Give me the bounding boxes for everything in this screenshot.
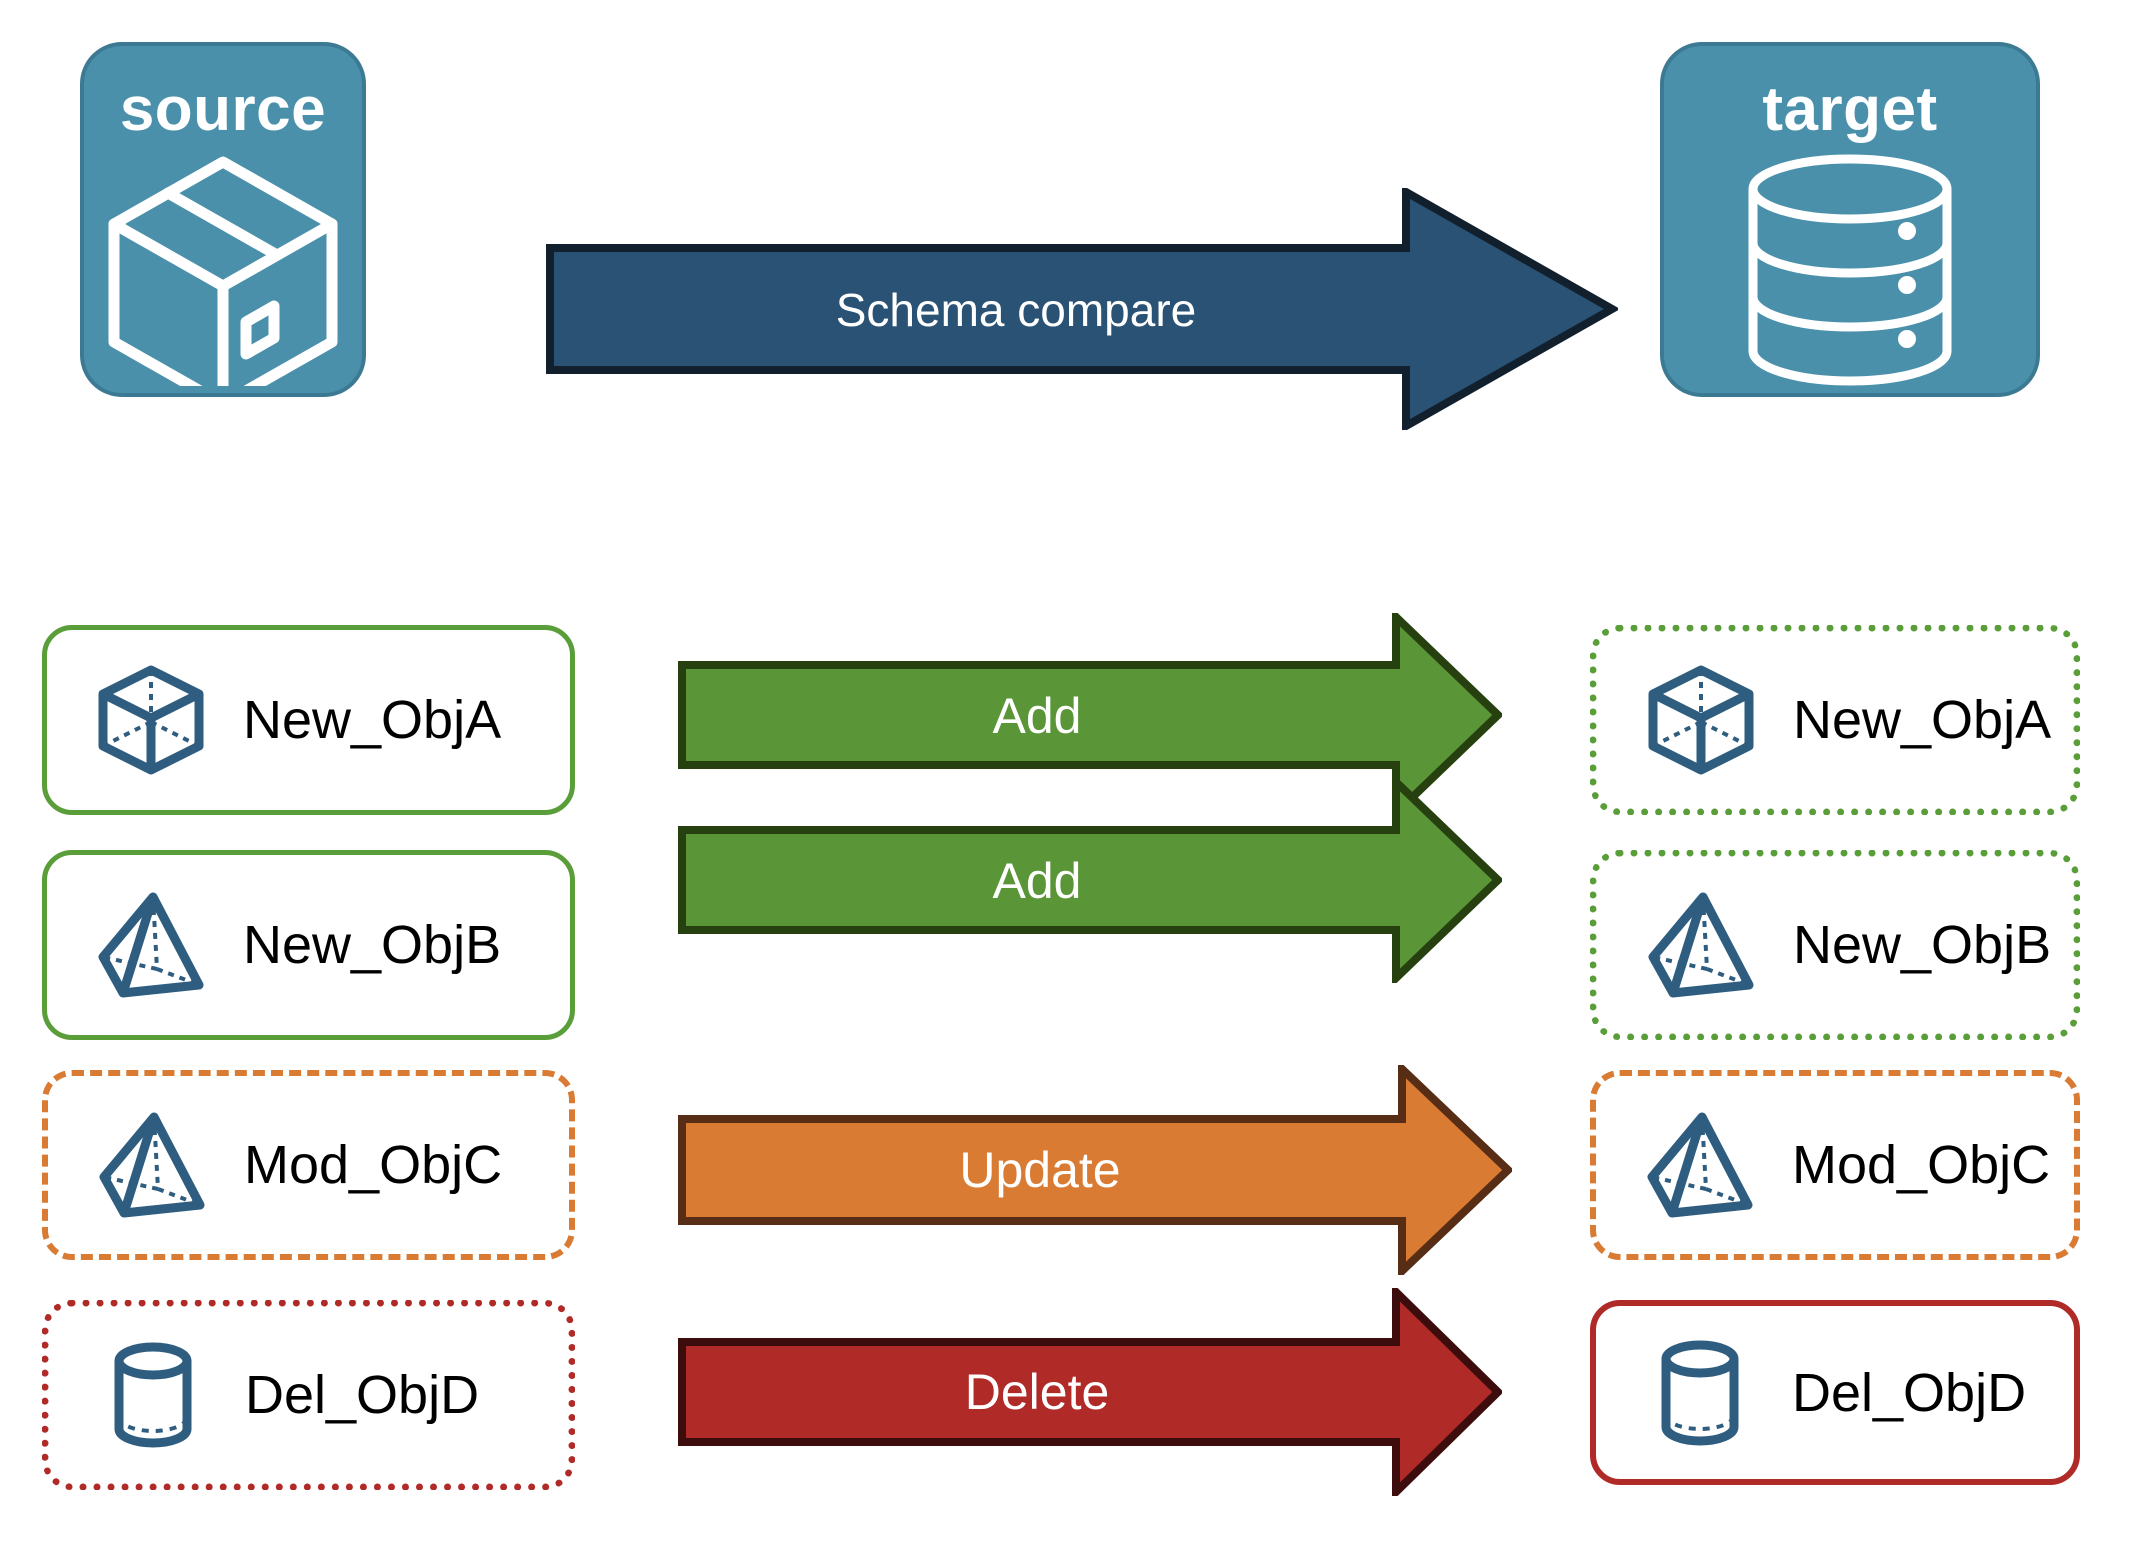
add-arrow-row-2[interactable]: Add [678, 772, 1504, 988]
target-object-label-2: New_ObjB [1793, 915, 2052, 975]
source-object-row-2[interactable]: New_ObjB [42, 850, 575, 1040]
schema-compare-arrow[interactable]: Schema compare [546, 185, 1621, 433]
target-object-row-2[interactable]: New_ObjB [1590, 850, 2080, 1040]
target-object-label-1: New_ObjA [1793, 690, 2052, 750]
target-object-row-4[interactable]: Del_ObjD [1590, 1300, 2080, 1485]
wireframe-pyramid-icon [96, 1109, 208, 1221]
wireframe-pyramid-icon [1645, 889, 1757, 1001]
target-object-row-1[interactable]: New_ObjA [1590, 625, 2080, 815]
target-object-label-4: Del_ObjD [1792, 1362, 2027, 1423]
wireframe-cylinder-icon [97, 1339, 209, 1451]
wireframe-cube-icon [1645, 664, 1757, 776]
source-object-label-3: Mod_ObjC [244, 1135, 503, 1195]
source-object-row-1[interactable]: New_ObjA [42, 625, 575, 815]
source-object-label-2: New_ObjB [243, 915, 502, 975]
target-endpoint-panel[interactable]: target [1660, 42, 2040, 397]
wireframe-cylinder-icon [1644, 1337, 1756, 1449]
source-panel-label: source [119, 75, 327, 144]
status-dot [1898, 222, 1916, 240]
package-box-icon [84, 146, 362, 386]
source-endpoint-panel[interactable]: source [80, 42, 366, 397]
source-object-label-1: New_ObjA [243, 690, 502, 750]
source-object-label-4: Del_ObjD [245, 1365, 480, 1425]
update-arrow-row-3[interactable]: Update [678, 1059, 1514, 1281]
status-dot [1898, 330, 1916, 348]
wireframe-pyramid-icon [95, 889, 207, 1001]
wireframe-cube-icon [95, 664, 207, 776]
wireframe-pyramid-icon [1644, 1109, 1756, 1221]
target-object-label-3: Mod_ObjC [1792, 1135, 2051, 1195]
target-panel-label: target [1762, 75, 1938, 144]
source-object-row-3[interactable]: Mod_ObjC [42, 1070, 575, 1260]
target-object-row-3[interactable]: Mod_ObjC [1590, 1070, 2080, 1260]
database-cylinder-icon [1664, 151, 2036, 391]
source-object-row-4[interactable]: Del_ObjD [42, 1300, 575, 1490]
delete-arrow-row-4[interactable]: Delete [678, 1282, 1504, 1502]
status-dot [1898, 276, 1916, 294]
schema-compare-arrow-label: Schema compare [835, 284, 1197, 336]
